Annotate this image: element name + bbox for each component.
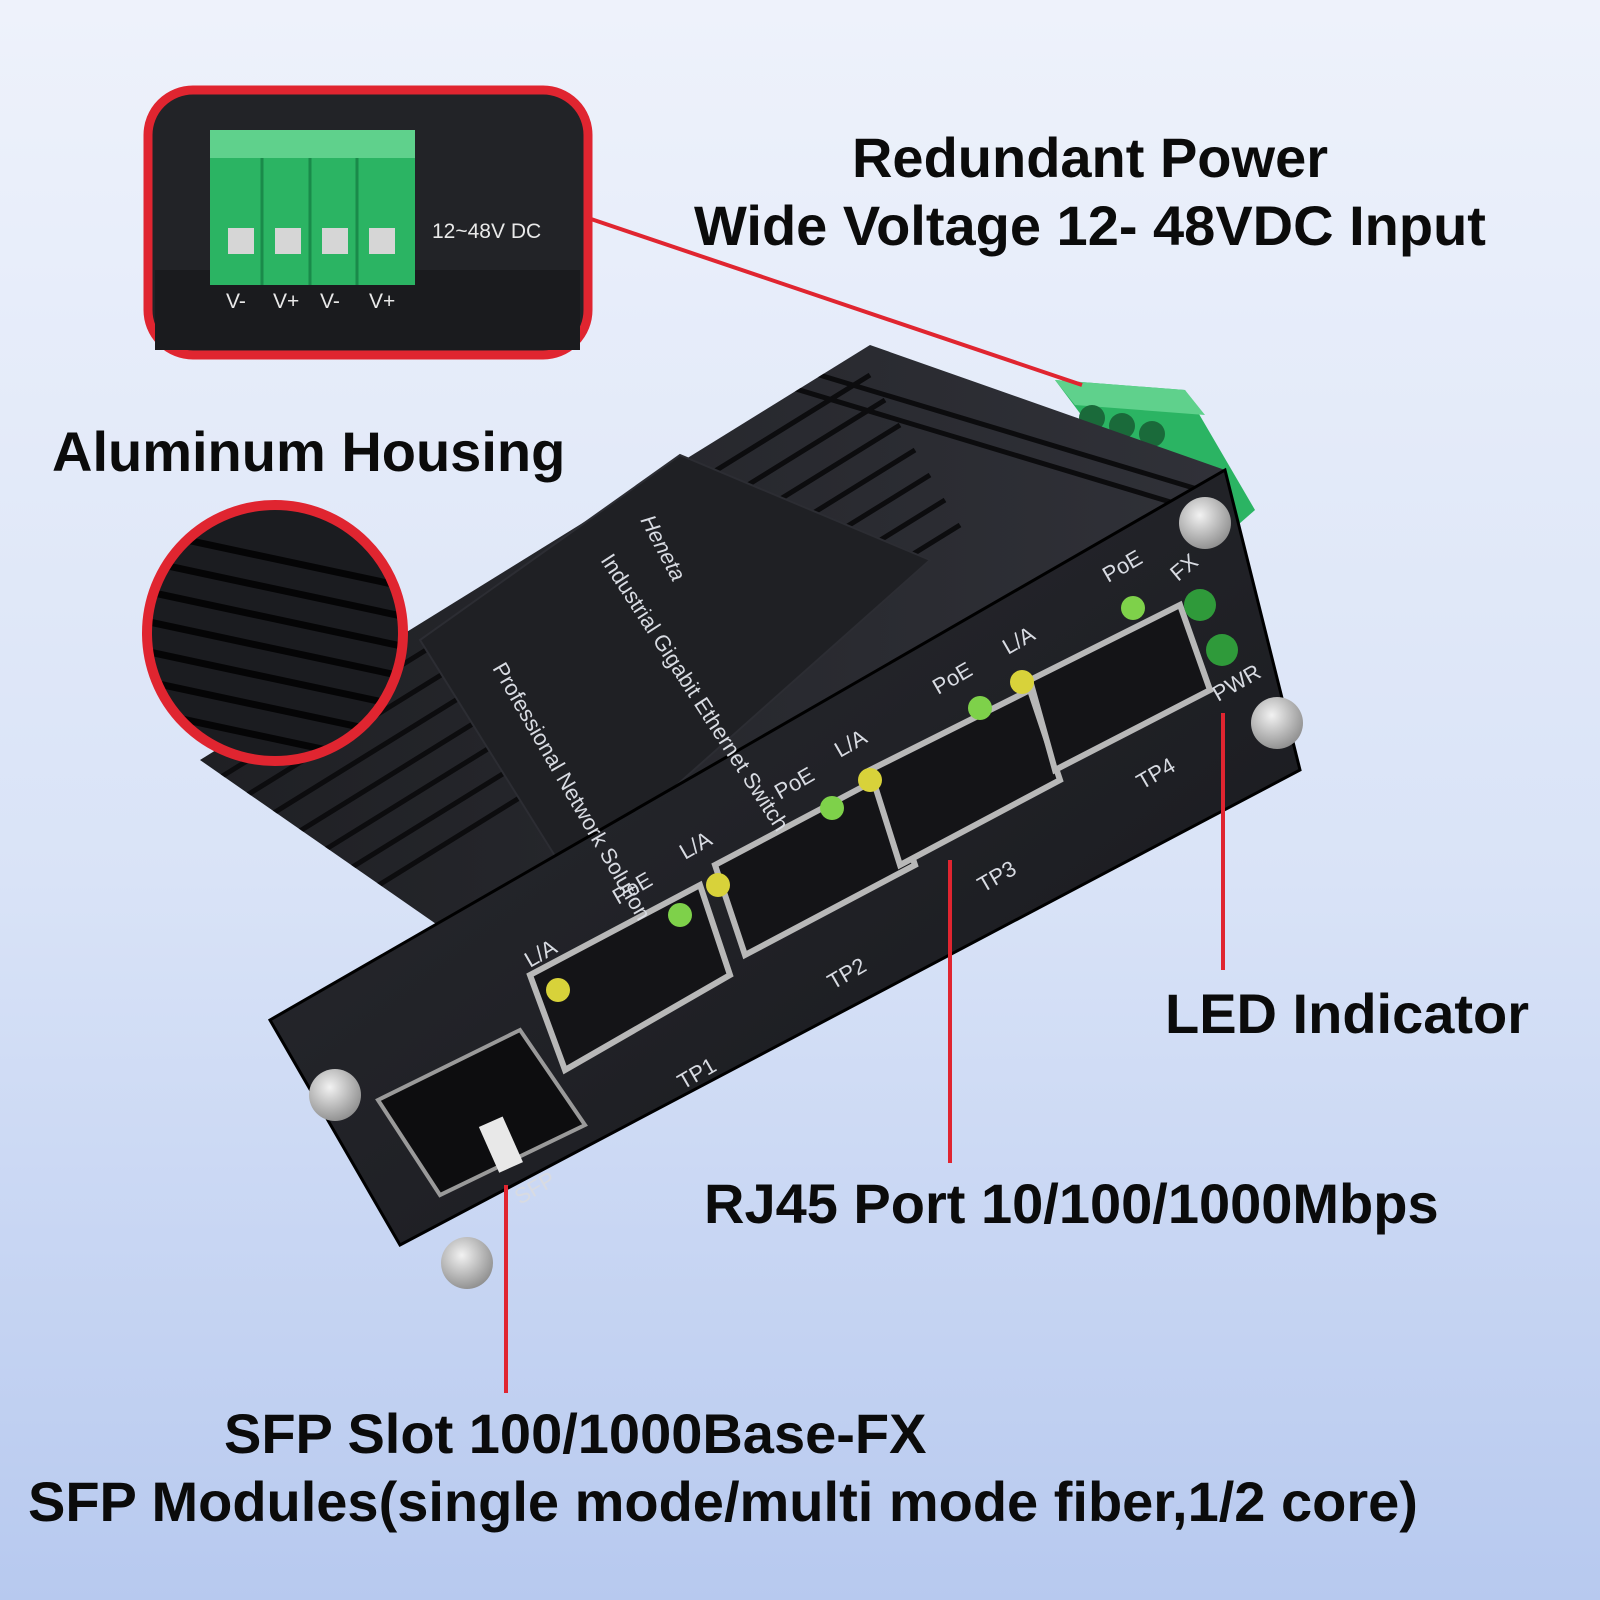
rj45-port-caption: RJ45 Port 10/100/1000Mbps: [704, 1172, 1439, 1235]
led-indicator-caption: LED Indicator: [1165, 982, 1530, 1045]
aluminum-housing-caption: Aluminum Housing: [52, 420, 566, 483]
sfp-slot: [375, 1027, 588, 1198]
sfp-modules-text: SFP Modules(single mode/multi mode fiber…: [28, 1470, 1418, 1533]
screws: [309, 497, 1303, 1289]
sfp-slot-caption: SFP Slot 100/1000Base-FX SFP Modules(sin…: [28, 1400, 1478, 1536]
callout-lines: [504, 216, 1225, 1393]
terminal-pin-label-4: V+: [369, 290, 395, 313]
terminal-voltage-label: 12~48V DC: [432, 220, 541, 243]
terminal-closeup: [143, 85, 593, 360]
sfp-slot-title: SFP Slot 100/1000Base-FX: [224, 1402, 927, 1465]
aluminum-housing: [200, 345, 1225, 1010]
wide-voltage-text: Wide Voltage 12- 48VDC Input: [694, 194, 1486, 257]
terminal-pin-label-1: V-: [226, 290, 246, 313]
terminal-pin-label-2: V+: [273, 290, 299, 313]
redundant-power-caption: Redundant Power Wide Voltage 12- 48VDC I…: [680, 124, 1500, 260]
terminal-pin-label-3: V-: [320, 290, 340, 313]
led-lights: [546, 589, 1238, 1002]
redundant-power-title: Redundant Power: [851, 126, 1329, 189]
